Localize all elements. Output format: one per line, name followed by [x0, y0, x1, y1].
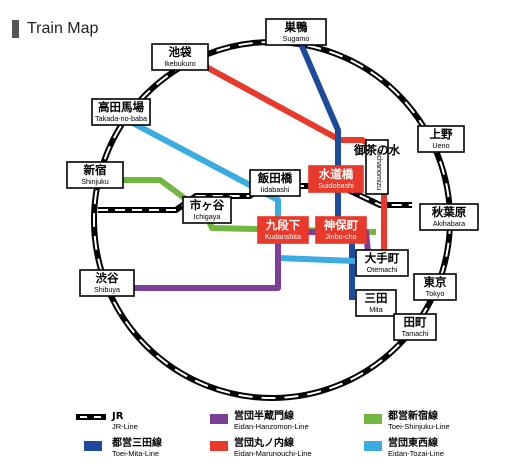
svg-text:Otemachi: Otemachi [367, 265, 398, 274]
svg-text:秋葉原: 秋葉原 [432, 205, 467, 219]
svg-text:Iidabashi: Iidabashi [261, 185, 290, 194]
svg-text:水道橋: 水道橋 [319, 167, 354, 181]
station-ikebukuro[interactable]: 池袋 Ikebukuro [151, 43, 209, 71]
svg-text:巣鴨: 巣鴨 [284, 20, 308, 34]
svg-text:Ikebukuro: Ikebukuro [164, 59, 196, 68]
svg-text:飯田橋: 飯田橋 [257, 171, 293, 185]
svg-text:JR-Line: JR-Line [112, 422, 138, 431]
svg-text:営団半蔵門線: 営団半蔵門線 [234, 409, 294, 422]
svg-text:Kudanshita: Kudanshita [265, 232, 301, 241]
svg-text:Shibuya: Shibuya [94, 285, 120, 294]
svg-text:新宿: 新宿 [84, 163, 107, 177]
legend: JR JR-Line 営団半蔵門線 Eidan-Hanzomon-Line 都営… [76, 409, 450, 458]
map-title: Train Map [12, 18, 98, 40]
legend-marunouchi: 営団丸ノ内線 Eidan-Marunouchi-Line [210, 436, 312, 458]
svg-text:都営三田線: 都営三田線 [111, 436, 162, 449]
svg-text:三田: 三田 [365, 291, 388, 305]
station-shibuya[interactable]: 渋谷 Shibuya [79, 269, 135, 297]
station-suidobashi[interactable]: 水道橋 Suidobashi [308, 165, 364, 193]
svg-text:営団東西線: 営団東西線 [388, 436, 438, 449]
svg-text:渋谷: 渋谷 [96, 271, 119, 285]
station-shinjuku[interactable]: 新宿 Shinjuku [66, 161, 124, 189]
svg-text:Toei-Mita-Line: Toei-Mita-Line [112, 449, 159, 458]
svg-text:Tokyo: Tokyo [426, 289, 445, 298]
svg-text:都営新宿線: 都営新宿線 [387, 409, 438, 422]
station-ochanomizu[interactable]: 御茶の水 Ochanomizu [353, 139, 400, 195]
station-sugamo[interactable]: 巣鴨 Sugamo [265, 18, 327, 46]
legend-shinjuku: 都営新宿線 Toei-Shinjuku-Line [364, 409, 450, 431]
svg-text:市ヶ谷: 市ヶ谷 [190, 198, 225, 212]
station-otemachi[interactable]: 大手町 Otemachi [355, 249, 409, 277]
svg-text:Ochanomizu: Ochanomizu [375, 150, 384, 190]
svg-text:Tamachi: Tamachi [402, 329, 429, 338]
station-takadanobaba[interactable]: 高田馬場 Takada-no-baba [91, 98, 151, 126]
svg-text:大手町: 大手町 [365, 251, 400, 265]
svg-text:Akihabara: Akihabara [433, 219, 465, 228]
station-mita[interactable]: 三田 Mita [355, 289, 397, 317]
svg-text:田町: 田町 [404, 315, 427, 329]
station-tokyo[interactable]: 東京 Tokyo [413, 273, 457, 301]
station-ueno[interactable]: 上野 Ueno [417, 125, 465, 153]
station-kudanshita[interactable]: 九段下 Kudanshita [257, 216, 309, 244]
legend-hanzomon: 営団半蔵門線 Eidan-Hanzomon-Line [210, 409, 309, 431]
svg-text:Sugamo: Sugamo [283, 34, 310, 43]
svg-text:神保町: 神保町 [324, 218, 359, 232]
svg-text:東京: 東京 [424, 275, 447, 289]
station-jinbocho[interactable]: 神保町 Jinbo-cho [315, 216, 367, 244]
svg-text:Jinbo-cho: Jinbo-cho [325, 232, 356, 241]
svg-text:Takada-no-baba: Takada-no-baba [95, 114, 147, 123]
svg-text:Eidan-Tozai-Line: Eidan-Tozai-Line [388, 449, 444, 458]
svg-text:Ueno: Ueno [432, 141, 449, 150]
svg-text:Eidan-Hanzomon-Line: Eidan-Hanzomon-Line [234, 422, 309, 431]
legend-mita: 都営三田線 Toei-Mita-Line [84, 436, 162, 458]
legend-tozai: 営団東西線 Eidan-Tozai-Line [364, 436, 444, 458]
svg-text:JR: JR [111, 411, 124, 422]
svg-text:御茶の水: 御茶の水 [353, 143, 400, 157]
svg-text:営団丸ノ内線: 営団丸ノ内線 [234, 436, 294, 449]
svg-text:池袋: 池袋 [169, 45, 192, 59]
station-tamachi[interactable]: 田町 Tamachi [393, 313, 437, 341]
station-ichigaya[interactable]: 市ヶ谷 Ichigaya [182, 196, 232, 224]
svg-text:Shinjuku: Shinjuku [81, 177, 109, 186]
svg-text:Eidan-Marunouchi-Line: Eidan-Marunouchi-Line [234, 449, 312, 458]
svg-text:Suidobashi: Suidobashi [318, 181, 354, 190]
svg-text:Toei-Shinjuku-Line: Toei-Shinjuku-Line [388, 422, 450, 431]
station-iidabashi[interactable]: 飯田橋 Iidabashi [249, 169, 301, 197]
page-title: Train Map [27, 20, 99, 37]
svg-text:上野: 上野 [430, 127, 453, 141]
svg-text:Mita: Mita [369, 305, 383, 314]
title-bar-icon [12, 20, 19, 38]
svg-text:Ichigaya: Ichigaya [194, 212, 221, 221]
legend-jr: JR JR-Line [76, 411, 138, 431]
svg-text:九段下: 九段下 [265, 218, 301, 232]
station-akihabara[interactable]: 秋葉原 Akihabara [419, 203, 479, 231]
svg-text:高田馬場: 高田馬場 [98, 100, 144, 114]
